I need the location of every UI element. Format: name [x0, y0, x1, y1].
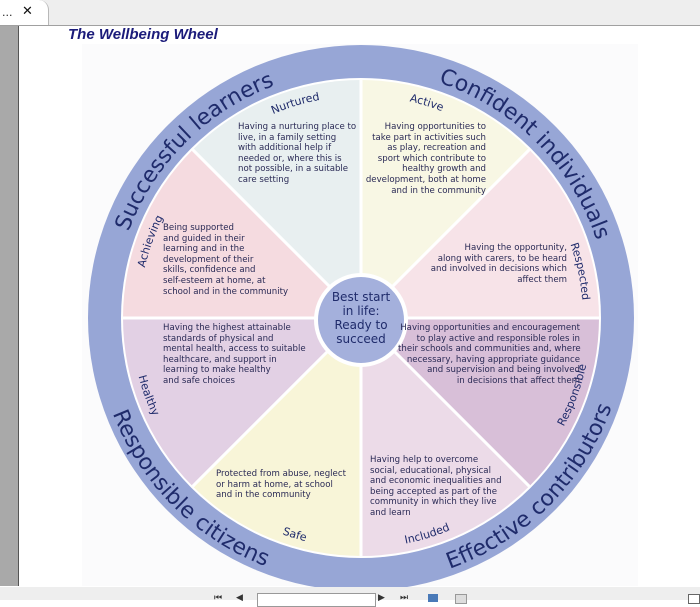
window-icon[interactable]	[688, 594, 700, 604]
segment-text-line: Having the highest attainable	[163, 323, 291, 333]
segment-text-respected: Having the opportunity,along with carers…	[420, 243, 567, 285]
segment-text-line: Having opportunities and encouragement	[400, 323, 580, 333]
page-number-input[interactable]	[257, 593, 376, 607]
segment-nurtured	[361, 80, 530, 318]
segment-text-line: or harm at home, at school	[216, 479, 333, 490]
segment-text-line: Being supported	[163, 223, 234, 233]
segment-achieving	[192, 80, 361, 318]
segment-text-line: healthcare, and support in	[163, 354, 277, 365]
segment-text-line: school and in the community	[163, 286, 289, 297]
segment-text-line: standards of physical and	[163, 333, 274, 344]
prev-page-button[interactable]: ◀	[236, 593, 243, 603]
segment-text-line: mental health, access to suitable	[163, 344, 306, 355]
segment-text-line: development of their	[163, 254, 254, 265]
segment-text-line: self-esteem at home, at	[163, 275, 266, 286]
next-page-button[interactable]: ▶	[378, 593, 385, 603]
tab-bar: ... ✕	[0, 0, 700, 26]
side-gutter	[0, 26, 19, 586]
segment-text-line: affect them	[517, 274, 567, 285]
first-page-button[interactable]: ⏮	[214, 593, 223, 603]
last-page-button[interactable]: ⏭	[400, 593, 409, 603]
segment-text-line: learning to make healthy	[163, 365, 271, 376]
segment-text-line: and safe choices	[163, 375, 235, 386]
segment-text-line: social, educational, physical	[370, 465, 491, 476]
segment-text-line: along with carers, to be heard	[437, 253, 567, 264]
segment-safe	[123, 318, 361, 487]
page-title: The Wellbeing Wheel	[68, 26, 218, 43]
segment-responsible	[361, 318, 530, 556]
center-circle	[318, 277, 404, 363]
center-line: in life:	[342, 304, 380, 318]
segment-text-line: development, both at home	[365, 174, 486, 185]
segment-text-line: necessary, having appropriate guidance	[406, 354, 580, 365]
segment-text-line: and guided in their	[163, 233, 245, 244]
close-icon[interactable]: ✕	[22, 4, 33, 19]
segment-text-line: Having help to overcome	[370, 455, 479, 465]
tab-title: ...	[2, 6, 13, 19]
segment-text-line: as play, recreation and	[387, 143, 486, 154]
segment-text-line: Having opportunities to	[384, 122, 486, 132]
export-icon[interactable]	[428, 594, 438, 602]
segment-text-line: live, in a family setting	[238, 132, 337, 143]
segment-text-line: needed or, where this is	[238, 153, 342, 164]
segment-text-line: care setting	[238, 174, 290, 185]
segment-text-line: in decisions that affect them	[456, 375, 580, 386]
segment-text-line: healthy growth and	[402, 164, 486, 175]
segment-text-line: and in the community	[216, 490, 311, 501]
segment-text-line: their schools and communities and, where	[398, 344, 581, 355]
checkbox-icon[interactable]	[455, 594, 467, 604]
segment-text-line: and in the community	[391, 185, 486, 196]
center-label: Best start in life: Ready to succeed	[320, 290, 402, 346]
segment-text-line: learning and in the	[163, 244, 245, 255]
segment-text-line: with additional help if	[238, 143, 332, 154]
segment-text-line: take part in activities such	[372, 132, 486, 143]
segment-text-line: not possible, in a suitable	[238, 164, 349, 175]
segment-included	[192, 318, 361, 556]
document-tab[interactable]: ... ✕	[0, 0, 49, 25]
segment-text-line: and involved in decisions which	[430, 264, 567, 275]
segment-text-line: sport which contribute to	[377, 153, 486, 164]
center-line: succeed	[336, 332, 386, 346]
segment-text-line: to play active and responsible roles in	[416, 333, 580, 344]
center-line: Best start	[331, 290, 391, 304]
segment-text-line: and learn	[370, 507, 411, 518]
segment-text-line: and supervision and being involved	[427, 365, 580, 376]
segment-healthy	[123, 149, 361, 318]
segment-text-line: Protected from abuse, neglect	[216, 469, 346, 479]
segment-text-line: Having a nurturing place to	[238, 122, 357, 132]
segment-active	[361, 149, 599, 318]
segment-respected	[361, 318, 599, 487]
segment-text-line: Having the opportunity,	[464, 243, 567, 253]
segment-text-line: and economic inequalities and	[370, 476, 502, 487]
segment-text-line: community in which they live	[370, 497, 497, 508]
segment-text-line: being accepted as part of the	[370, 486, 498, 497]
center-line: Ready to	[334, 318, 388, 332]
segment-text-line: skills, confidence and	[163, 265, 256, 276]
